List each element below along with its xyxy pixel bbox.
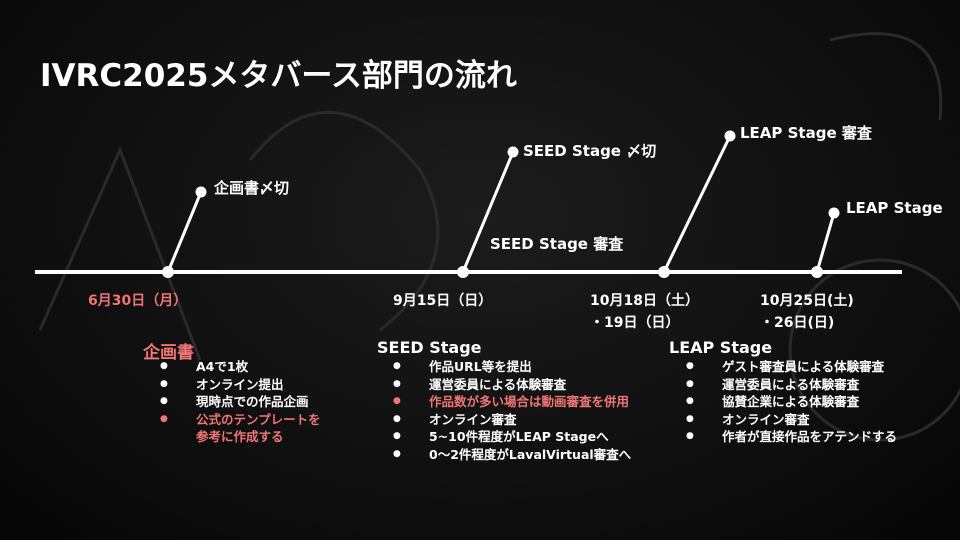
plan-list: A4で1枚 オンライン提出 現時点での作品企画 公式のテンプレートを 参考に作成…	[160, 358, 321, 446]
list-item: 運営委員による体験審査	[686, 376, 897, 394]
list-item: 作品URL等を提出	[393, 358, 631, 376]
list-item: A4で1枚	[160, 358, 321, 376]
leap-list: ゲスト審査員による体験審査 運営委員による体験審査 協賛企業による体験審査 オン…	[686, 358, 897, 446]
list-item: 運営委員による体験審査	[393, 376, 631, 394]
list-item: オンライン提出	[160, 376, 321, 394]
stem	[461, 151, 515, 273]
list-item: オンライン審査	[393, 411, 631, 429]
seed-heading: SEED Stage	[377, 338, 482, 357]
list-item: 現時点での作品企画	[160, 393, 321, 411]
milestone-plan-deadline: 企画書〆切	[214, 179, 290, 197]
timeline-dot	[457, 266, 469, 278]
milestone-seed-deadline: SEED Stage 〆切	[523, 142, 657, 160]
list-item-continuation: 参考に作成する	[160, 428, 321, 446]
continuation-text: 参考に作成する	[196, 429, 284, 444]
list-item: 作品数が多い場合は動画審査を併用	[393, 393, 631, 411]
list-item: 協賛企業による体験審査	[686, 393, 897, 411]
date-leap-1: 10月25日(土)	[760, 293, 854, 309]
date-plan: 6月30日（月）	[88, 293, 188, 309]
stem-end-dot	[507, 146, 519, 158]
seed-list: 作品URL等を提出 運営委員による体験審査 作品数が多い場合は動画審査を併用 オ…	[393, 358, 631, 463]
stem	[166, 191, 203, 273]
date-seed-review-2: ・19日（日）	[590, 315, 680, 331]
stem	[815, 212, 836, 273]
milestone-leap-review: LEAP Stage 審査	[740, 124, 872, 142]
milestone-leap-stage: LEAP Stage	[846, 199, 943, 217]
timeline-dot	[162, 266, 174, 278]
list-item: 0〜2件程度がLavalVirtual審査へ	[393, 446, 631, 464]
date-seed: 9月15日（日）	[393, 293, 493, 309]
list-item: ゲスト審査員による体験審査	[686, 358, 897, 376]
stem-end-dot	[724, 130, 736, 142]
list-item: 公式のテンプレートを	[160, 411, 321, 429]
stem	[662, 135, 732, 273]
leap-heading: LEAP Stage	[669, 338, 773, 357]
list-item: 作者が直接作品をアテンドする	[686, 428, 897, 446]
list-item: 5~10件程度がLEAP Stageへ	[393, 428, 631, 446]
milestone-seed-review: SEED Stage 審査	[490, 235, 624, 253]
page-title: IVRC2025メタバース部門の流れ	[40, 58, 517, 94]
stem-end-dot	[195, 186, 207, 198]
stem-end-dot	[828, 207, 840, 219]
timeline-dot	[658, 266, 670, 278]
date-seed-review-1: 10月18日（土）	[590, 293, 699, 309]
list-item: オンライン審査	[686, 411, 897, 429]
timeline-dot	[811, 266, 823, 278]
date-leap-2: ・26日(日)	[760, 315, 835, 331]
